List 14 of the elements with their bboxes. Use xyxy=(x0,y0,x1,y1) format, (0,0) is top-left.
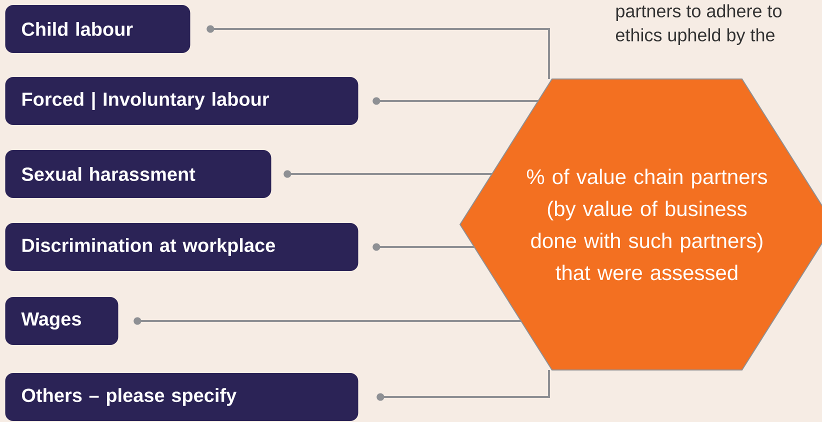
connector-line xyxy=(376,370,550,401)
connector-line xyxy=(372,97,538,105)
connector-line xyxy=(206,25,550,79)
category-box: Others – please specify xyxy=(5,373,358,421)
category-box: Forced | Involuntary labour xyxy=(5,77,358,125)
category-box: Wages xyxy=(5,297,118,345)
category-box: Child labour xyxy=(5,5,190,53)
category-box: Sexual harassment xyxy=(5,150,272,198)
connector-line xyxy=(134,317,522,325)
category-box: Discrimination at workplace xyxy=(5,223,358,271)
body-text: ethics upheld by the xyxy=(616,28,774,45)
body-text: partners to adhere to xyxy=(616,4,782,21)
connector-line xyxy=(372,243,474,251)
connector-line xyxy=(284,170,492,178)
